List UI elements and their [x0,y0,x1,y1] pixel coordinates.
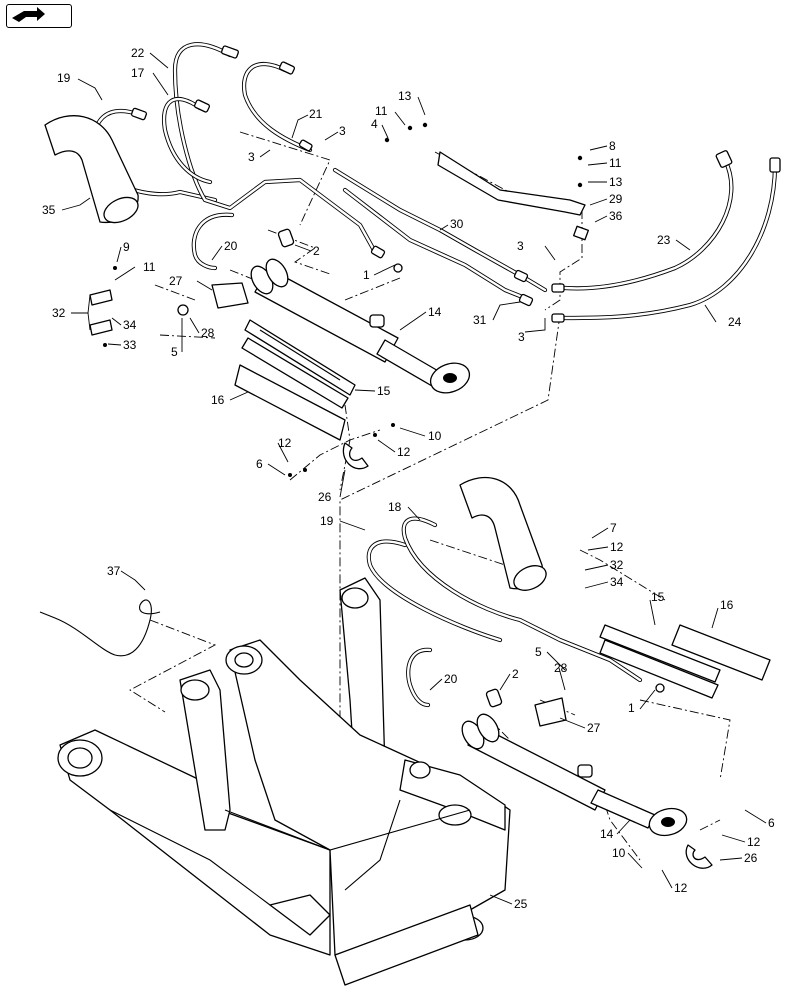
callout-16: 16 [211,393,225,407]
callout-34: 34 [610,575,624,589]
callout-20: 20 [444,672,458,686]
callout-23: 23 [657,233,671,247]
hose-guard-sleeve-upper [44,115,139,224]
callout-4: 4 [371,117,378,131]
callout-36: 36 [609,209,623,223]
cylinder-guards-lower [599,624,771,699]
callout-10: 10 [428,429,442,443]
hydraulic-hoses-lower [366,516,643,708]
callout-6: 6 [256,457,263,471]
callout-19: 19 [57,71,71,85]
part-callouts: 22 17 19 21 3 3 4 11 13 8 11 13 29 36 35… [42,46,775,911]
callout-5: 5 [171,345,178,359]
callout-3: 3 [248,150,255,164]
callout-34: 34 [123,318,137,332]
callout-13: 13 [398,89,412,103]
callout-3: 3 [518,330,525,344]
callout-1: 1 [628,701,635,715]
callout-1: 1 [363,268,370,282]
callout-24: 24 [728,315,742,329]
callout-15: 15 [377,384,391,398]
callout-12: 12 [674,881,688,895]
ground-strap [39,599,161,657]
callout-28: 28 [554,661,568,675]
callout-25: 25 [514,897,528,911]
callout-9: 9 [123,240,130,254]
callout-20: 20 [224,239,238,253]
callout-3: 3 [517,239,524,253]
callout-16: 16 [720,598,734,612]
callout-leader-lines [61,52,767,905]
callout-13: 13 [609,175,623,189]
callout-37: 37 [107,564,121,578]
hose-bracket [437,151,589,241]
callout-3: 3 [339,124,346,138]
callout-32: 32 [610,558,624,572]
callout-28: 28 [201,326,215,340]
loader-frame [57,577,511,986]
hardware-upper [89,122,583,477]
callout-32: 32 [52,306,66,320]
callout-26: 26 [744,851,758,865]
hydraulic-cylinder-lower [461,683,713,869]
callout-15: 15 [651,590,665,604]
callout-2: 2 [512,667,519,681]
return-button[interactable] [6,4,72,28]
callout-35: 35 [42,203,56,217]
callout-14: 14 [600,827,614,841]
callout-10: 10 [612,846,626,860]
callout-14: 14 [428,305,442,319]
callout-33: 33 [123,338,137,352]
callout-12: 12 [610,540,624,554]
callout-31: 31 [473,313,487,327]
callout-2: 2 [313,244,320,258]
callout-5: 5 [535,645,542,659]
callout-11: 11 [143,260,156,274]
callout-27: 27 [587,721,601,735]
callout-7: 7 [610,521,617,535]
callout-21: 21 [309,107,323,121]
callout-18: 18 [388,500,402,514]
cylinder-guards-upper [234,319,356,441]
callout-30: 30 [450,217,464,231]
hydraulic-cylinder-upper [250,228,471,394]
callout-12: 12 [747,835,761,849]
callout-11: 11 [375,104,388,118]
callout-27: 27 [169,274,183,288]
hose-fittings-upper [130,45,781,323]
assembly-phantom-lines [129,131,731,880]
return-arrow-icon [12,7,45,22]
callout-29: 29 [609,192,623,206]
callout-12: 12 [278,436,292,450]
callout-19: 19 [320,514,334,528]
hydraulic-hoses-upper [91,42,778,321]
callout-22: 22 [131,46,145,60]
hose-guard-sleeve-lower [459,476,547,591]
callout-8: 8 [609,139,616,153]
callout-11: 11 [609,156,622,170]
callout-17: 17 [131,66,145,80]
callout-12: 12 [397,445,411,459]
callout-6: 6 [768,816,775,830]
callout-26: 26 [318,490,332,504]
